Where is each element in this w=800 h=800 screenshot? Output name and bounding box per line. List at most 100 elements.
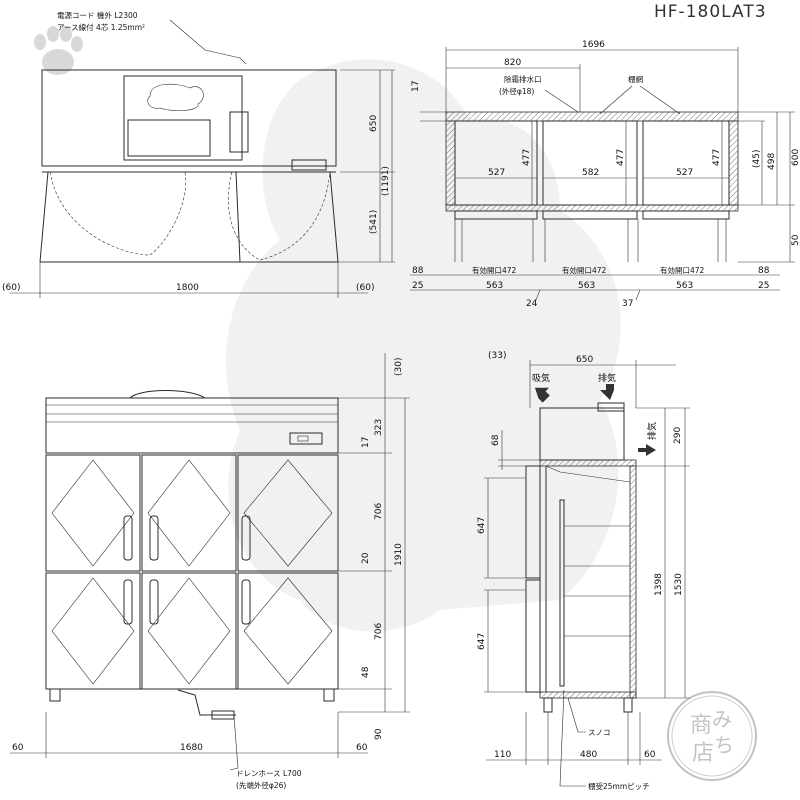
dim-68: 68 bbox=[491, 434, 501, 446]
dim-33: (33) bbox=[488, 351, 506, 361]
dim-290: 290 bbox=[673, 427, 683, 444]
intake-label: 吸気 bbox=[532, 372, 550, 384]
top-wall bbox=[445, 111, 739, 122]
control-box bbox=[127, 119, 211, 157]
power-cord-label: 電源コード 機外 L2300 bbox=[57, 10, 138, 20]
dim-477-c: 477 bbox=[712, 149, 722, 166]
shelf-rail bbox=[559, 499, 565, 687]
compartment-right bbox=[642, 120, 730, 206]
paw-logo-icon bbox=[34, 26, 83, 75]
dim-820: 820 bbox=[504, 58, 521, 68]
power-cord-leader bbox=[169, 19, 247, 65]
left-wall bbox=[445, 120, 456, 206]
dim-477-a: 477 bbox=[522, 149, 532, 166]
dim-30: (30) bbox=[394, 358, 404, 376]
intake-arrow-icon bbox=[534, 387, 550, 403]
dim-20: 20 bbox=[361, 552, 371, 564]
shelf-net-label: 棚網 bbox=[628, 74, 643, 84]
condenser-box bbox=[229, 111, 249, 153]
dim-498: 498 bbox=[767, 153, 777, 170]
dim-650-side: 650 bbox=[576, 355, 593, 365]
dim-706-upper: 706 bbox=[374, 503, 384, 520]
door-grid bbox=[45, 454, 339, 690]
dim-right-60: (60) bbox=[356, 283, 374, 293]
dim-60-left: 60 bbox=[12, 743, 24, 753]
exhaust-side-arrow-icon bbox=[638, 444, 656, 456]
dim-647-lower: 647 bbox=[477, 633, 487, 650]
cord-outlet bbox=[291, 159, 327, 171]
sunoko-label: スノコ bbox=[588, 728, 611, 737]
dim-1398: 1398 bbox=[654, 573, 664, 596]
compartment-center bbox=[542, 120, 638, 206]
dim-706-lower: 706 bbox=[374, 623, 384, 640]
dim-1910: 1910 bbox=[394, 543, 404, 566]
front-view: 電源コード 機外 L2300 アース線付 4芯 1.25mm² 650 (119… bbox=[2, 10, 395, 298]
dim-1680: 1680 bbox=[180, 743, 203, 753]
exhaust-up-arrow-icon bbox=[600, 384, 614, 400]
shelf-pitch-label: 棚受25mmピッチ bbox=[588, 781, 650, 791]
dim-45: (45) bbox=[752, 150, 762, 168]
dim-60-side: 60 bbox=[644, 750, 656, 760]
dim-1530: 1530 bbox=[674, 573, 684, 596]
dim-527-b: 527 bbox=[676, 168, 693, 178]
dim-477-b: 477 bbox=[616, 149, 626, 166]
door-handle bbox=[149, 579, 159, 625]
dim-563-b: 563 bbox=[578, 281, 595, 291]
dim-647-upper: 647 bbox=[477, 517, 487, 534]
svg-text:店: 店 bbox=[692, 741, 714, 766]
drain-outlet-label: 除霜排水口 bbox=[504, 74, 542, 84]
svg-text:ち: ち bbox=[714, 733, 734, 757]
dim-88-right: 88 bbox=[758, 266, 770, 276]
opening-label-b: 有効開口472 bbox=[562, 265, 607, 275]
dim-37: 37 bbox=[622, 299, 633, 309]
right-wall bbox=[728, 120, 739, 206]
dim-1191: (1191) bbox=[381, 166, 391, 196]
exhaust-top-label: 排気 bbox=[598, 372, 616, 384]
drain-diameter-label: (外径φ18) bbox=[499, 86, 534, 96]
dim-527-a: 527 bbox=[488, 168, 505, 178]
dim-25-right: 25 bbox=[758, 281, 769, 291]
dim-480: 480 bbox=[580, 750, 597, 760]
dim-582: 582 bbox=[582, 168, 599, 178]
dim-50: 50 bbox=[791, 234, 800, 246]
dim-60-right: 60 bbox=[356, 743, 368, 753]
drain-hose-tip-label: (先端外径φ26) bbox=[236, 780, 286, 790]
front-elevation: (30) 323 17 706 20 1910 706 48 90 60 168… bbox=[10, 353, 410, 790]
dim-541: (541) bbox=[369, 210, 379, 234]
dim-1800: 1800 bbox=[176, 283, 199, 293]
dim-323: 323 bbox=[374, 419, 384, 436]
door-handle bbox=[123, 579, 133, 625]
shop-stamp: 商 み 店 ち bbox=[667, 691, 757, 781]
door-handle bbox=[123, 515, 133, 561]
drain-hose bbox=[177, 689, 236, 716]
dim-48: 48 bbox=[361, 666, 371, 678]
dim-25-left: 25 bbox=[412, 281, 423, 291]
door-handle bbox=[241, 515, 251, 561]
dim-1696: 1696 bbox=[582, 40, 605, 50]
dim-563-a: 563 bbox=[486, 281, 503, 291]
door-handle bbox=[149, 515, 159, 561]
svg-text:商: 商 bbox=[690, 713, 712, 738]
dim-90: 90 bbox=[374, 728, 384, 740]
earth-wire-label: アース線付 4芯 1.25mm² bbox=[57, 22, 145, 32]
svg-text:み: み bbox=[712, 707, 732, 731]
top-view: 1696 820 除霜排水口 (外径φ18) 棚網 17 477 477 477… bbox=[410, 40, 800, 309]
top-machine-unit bbox=[45, 397, 339, 454]
dim-110: 110 bbox=[494, 750, 511, 760]
model-number: HF-180LAT3 bbox=[654, 2, 767, 22]
dim-left-60: (60) bbox=[2, 283, 20, 293]
dim-563-c: 563 bbox=[676, 281, 693, 291]
dim-24: 24 bbox=[526, 299, 538, 309]
compartment-left bbox=[454, 120, 538, 206]
controller-panel bbox=[289, 432, 323, 445]
compressor-box bbox=[123, 75, 243, 161]
watermark-cat-silhouette bbox=[225, 59, 621, 632]
dim-600: 600 bbox=[791, 149, 800, 166]
exhaust-side-label: 排気 bbox=[646, 422, 658, 440]
opening-label-c: 有効開口472 bbox=[660, 265, 705, 275]
coil-detail bbox=[147, 83, 204, 111]
top-vent bbox=[129, 390, 206, 399]
dim-17-b: 17 bbox=[361, 437, 371, 448]
front-wall bbox=[445, 204, 739, 212]
